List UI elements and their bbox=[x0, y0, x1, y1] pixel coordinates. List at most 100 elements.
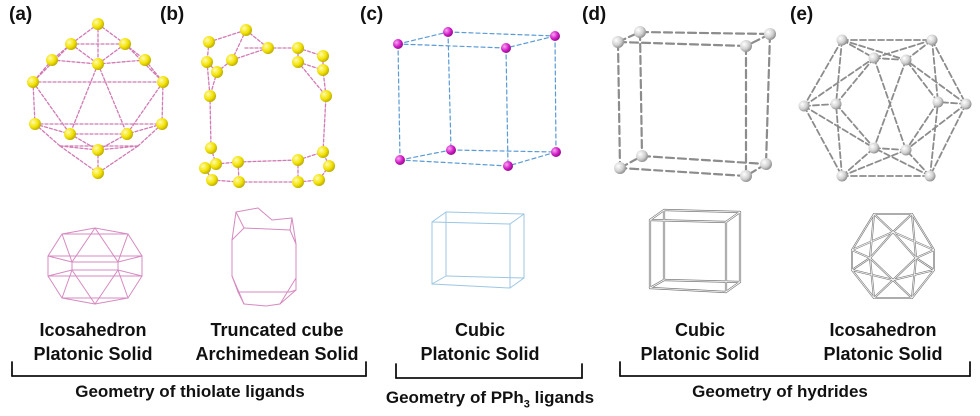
hydride-atom bbox=[636, 150, 648, 162]
edge bbox=[905, 149, 931, 177]
edge bbox=[841, 147, 875, 177]
edge bbox=[764, 32, 772, 166]
edge bbox=[835, 103, 875, 149]
wire-edge bbox=[289, 229, 297, 245]
gold-atom bbox=[27, 76, 39, 88]
wire-edge bbox=[509, 213, 525, 225]
hydride-atom bbox=[932, 96, 944, 108]
wire-edge-highlight bbox=[851, 231, 894, 251]
icosahedron-wireframe bbox=[47, 227, 143, 305]
wire-edge bbox=[61, 269, 73, 299]
wire-edge bbox=[431, 221, 511, 225]
icosahedron-wireframe-gray bbox=[851, 213, 935, 299]
caption-b: Truncated cube Archimedean Solid bbox=[187, 318, 367, 366]
edge bbox=[97, 63, 128, 135]
wire-edge bbox=[71, 269, 96, 305]
cube-wireframe-gray bbox=[648, 208, 742, 294]
edge bbox=[397, 43, 507, 49]
caption-c-shape: Cubic bbox=[454, 320, 505, 340]
edge bbox=[209, 95, 212, 149]
wire-edge bbox=[431, 211, 447, 223]
edge bbox=[97, 59, 146, 65]
edge bbox=[905, 59, 967, 105]
gold-atom bbox=[240, 24, 252, 36]
gold-atom bbox=[121, 128, 133, 140]
phosphorus-atom bbox=[395, 155, 405, 165]
phosphorus-atom bbox=[551, 147, 561, 157]
wire-edge bbox=[47, 269, 73, 277]
wire-edge-highlight bbox=[869, 257, 894, 281]
wire-edge-highlight bbox=[869, 231, 894, 259]
wire-edge bbox=[127, 233, 143, 257]
gold-atom bbox=[201, 56, 213, 68]
gold-atom bbox=[262, 42, 274, 54]
phosphorus-atom bbox=[503, 161, 513, 171]
edge bbox=[399, 159, 509, 167]
gold-atom bbox=[211, 66, 223, 78]
gold-atom bbox=[317, 64, 329, 76]
wire-edge bbox=[47, 233, 63, 257]
caption-e-shape: Icosahedron bbox=[829, 320, 937, 340]
wire-edge-highlight bbox=[892, 279, 913, 299]
hydride-atom bbox=[836, 34, 848, 46]
hydride-atom bbox=[760, 158, 772, 170]
wire-edge bbox=[94, 269, 119, 305]
hydride-atom bbox=[764, 28, 776, 40]
hydride-atom bbox=[614, 162, 626, 174]
wire-edge-highlight bbox=[649, 279, 665, 289]
truncated-cube-au24-model bbox=[199, 24, 335, 188]
edge bbox=[34, 123, 71, 135]
edge bbox=[237, 159, 299, 163]
caption-d-class: Platonic Solid bbox=[640, 344, 760, 364]
edge bbox=[59, 145, 99, 174]
panel-label-b: (b) bbox=[160, 4, 185, 25]
caption-e: Icosahedron Platonic Solid bbox=[793, 318, 973, 366]
wire-edge-highlight bbox=[873, 213, 894, 233]
wire-edge-highlight bbox=[663, 279, 741, 283]
gold-atom bbox=[210, 158, 222, 170]
wire-edge bbox=[94, 227, 119, 263]
hydride-atom bbox=[900, 54, 912, 66]
phosphorus-atom bbox=[393, 39, 403, 49]
gold-atom bbox=[233, 176, 245, 188]
gold-atom bbox=[92, 167, 104, 179]
edge bbox=[841, 39, 907, 61]
group-label-pph3-suffix: ligands bbox=[529, 388, 595, 407]
phosphorus-atom bbox=[501, 43, 511, 53]
edge bbox=[929, 101, 939, 177]
caption-d: Cubic Platonic Solid bbox=[610, 318, 790, 366]
wire-edge-highlight bbox=[869, 213, 875, 259]
wire-edge bbox=[61, 227, 96, 235]
wire-edge-highlight bbox=[873, 279, 894, 299]
wire-edge-highlight bbox=[851, 249, 871, 259]
hydride-atom bbox=[868, 52, 880, 64]
edge bbox=[397, 31, 449, 45]
gold-atom bbox=[65, 38, 77, 50]
gold-atom bbox=[232, 156, 244, 168]
wire-edge bbox=[231, 211, 237, 241]
gold-atom bbox=[92, 144, 104, 156]
gold-atom bbox=[317, 50, 329, 62]
wire-edge bbox=[279, 289, 297, 305]
caption-c-class: Platonic Solid bbox=[420, 344, 540, 364]
caption-a: Icosahedron Platonic Solid bbox=[3, 318, 183, 366]
wire-edge bbox=[257, 207, 273, 221]
icosahedron-au12-model bbox=[27, 18, 169, 179]
wire-edge bbox=[61, 297, 96, 305]
gold-atom bbox=[119, 38, 131, 50]
edge bbox=[32, 81, 71, 135]
wire-edge-highlight bbox=[851, 269, 875, 299]
gold-atom bbox=[313, 174, 325, 186]
edge bbox=[905, 59, 939, 103]
wire-edge-highlight bbox=[911, 257, 917, 299]
hydride-atom bbox=[798, 100, 810, 112]
gold-atom bbox=[226, 54, 238, 66]
hydride-atom bbox=[900, 144, 912, 156]
edge bbox=[873, 147, 931, 177]
edge bbox=[69, 63, 99, 135]
truncated-cube-wireframe bbox=[231, 207, 297, 307]
gold-atom bbox=[199, 162, 211, 174]
wire-edge bbox=[231, 227, 245, 241]
caption-b-class: Archimedean Solid bbox=[195, 344, 359, 364]
edge bbox=[554, 35, 557, 153]
